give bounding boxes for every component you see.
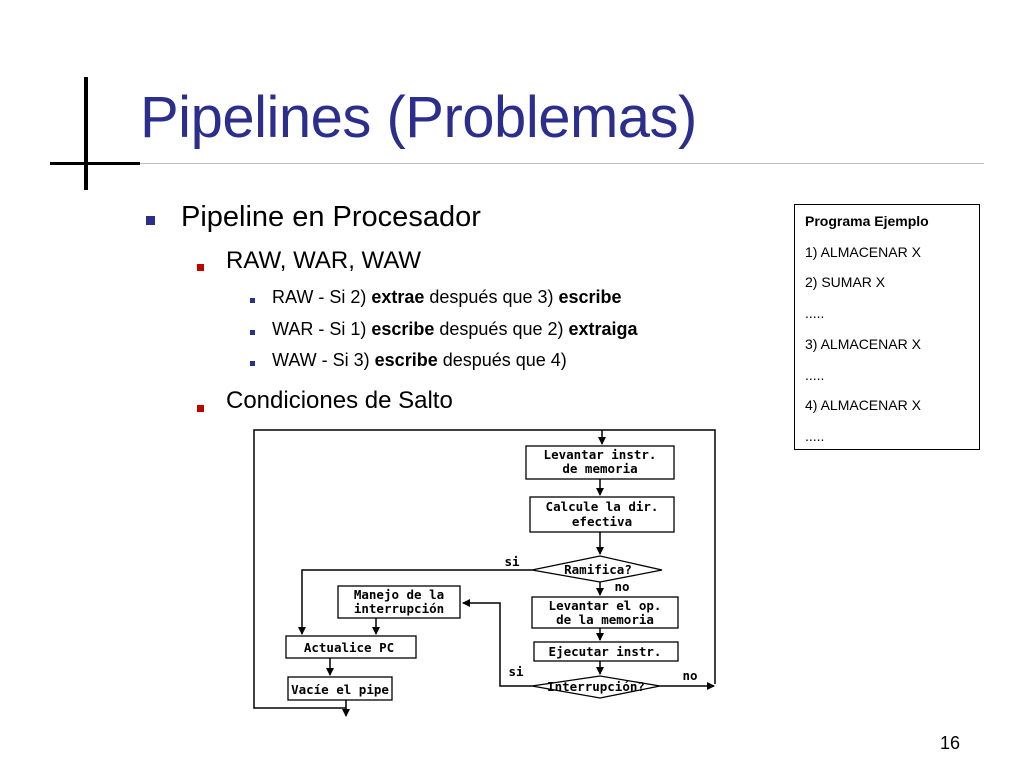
interrupt-si-label: si bbox=[508, 664, 524, 679]
bullet-square-icon bbox=[250, 330, 255, 335]
bullet-pipeline: Pipeline en Procesador bbox=[181, 201, 481, 233]
bullet-square-icon bbox=[146, 216, 155, 225]
ejecutar-label: Ejecutar instr. bbox=[549, 644, 662, 659]
decorative-horizontal-line bbox=[50, 162, 140, 165]
bullet-war: WAR - Si 1) escribe después que 2) extra… bbox=[272, 319, 638, 339]
branch-si-label: si bbox=[504, 554, 520, 569]
program-line: ..... bbox=[805, 367, 825, 383]
slide-title: Pipelines (Problemas) bbox=[140, 85, 697, 150]
levantar-op-box bbox=[531, 596, 679, 629]
levantar-instr-box bbox=[525, 445, 675, 480]
ejecutar-box bbox=[533, 641, 679, 662]
bullet-condiciones-salto: Condiciones de Salto bbox=[226, 387, 453, 414]
bullet-square-icon bbox=[250, 298, 255, 303]
program-line: ..... bbox=[805, 305, 825, 321]
branch-flowchart: Levantar instr. de memoria Calcule la di… bbox=[253, 429, 716, 717]
actualice-pc-box bbox=[285, 635, 417, 659]
bullet-square-icon bbox=[197, 264, 204, 271]
program-line: 4) ALMACENAR X bbox=[805, 397, 921, 413]
interrupt-no-label: no bbox=[682, 668, 697, 683]
decorative-vertical-line bbox=[84, 77, 88, 190]
program-line: 1) ALMACENAR X bbox=[805, 244, 921, 260]
page-number: 16 bbox=[940, 733, 961, 753]
levantar-instr-label: de memoria bbox=[562, 461, 637, 476]
calcule-dir-label: efectiva bbox=[572, 514, 632, 529]
bullet-square-icon bbox=[197, 405, 204, 412]
calcule-dir-label: Calcule la dir. bbox=[546, 499, 659, 514]
program-header: Programa Ejemplo bbox=[805, 213, 929, 229]
vacie-pipe-label: Vacíe el pipe bbox=[291, 682, 389, 697]
actualice-pc-label: Actualice PC bbox=[304, 640, 394, 655]
program-line: ..... bbox=[805, 428, 825, 444]
ramifica-label: Ramifica? bbox=[564, 562, 632, 577]
title-underline bbox=[140, 163, 984, 164]
ramifica-diamond bbox=[531, 555, 663, 583]
vacie-pipe-box bbox=[287, 676, 393, 701]
bullet-square-icon bbox=[250, 361, 255, 366]
branch-no-label: no bbox=[614, 579, 629, 594]
manejo-label: Manejo de la bbox=[354, 587, 444, 602]
bullet-raw: RAW - Si 2) extrae después que 3) escrib… bbox=[272, 287, 622, 307]
calcule-dir-box bbox=[529, 496, 675, 533]
interrupcion-diamond bbox=[531, 675, 661, 699]
program-line: 3) ALMACENAR X bbox=[805, 336, 921, 352]
manejo-label: interrupción bbox=[354, 601, 444, 616]
levantar-op-label: de la memoria bbox=[556, 612, 654, 627]
bullet-raw-war-waw: RAW, WAR, WAW bbox=[226, 247, 422, 274]
program-example-box: Programa Ejemplo 1) ALMACENAR X 2) SUMAR… bbox=[794, 204, 980, 450]
interrupcion-label: Interrupción? bbox=[547, 679, 645, 694]
levantar-instr-label: Levantar instr. bbox=[544, 447, 657, 462]
program-line: 2) SUMAR X bbox=[805, 274, 886, 290]
manejo-interrupcion-box bbox=[337, 585, 461, 619]
bullet-waw: WAW - Si 3) escribe después que 4) bbox=[272, 350, 567, 370]
levantar-op-label: Levantar el op. bbox=[549, 598, 662, 613]
